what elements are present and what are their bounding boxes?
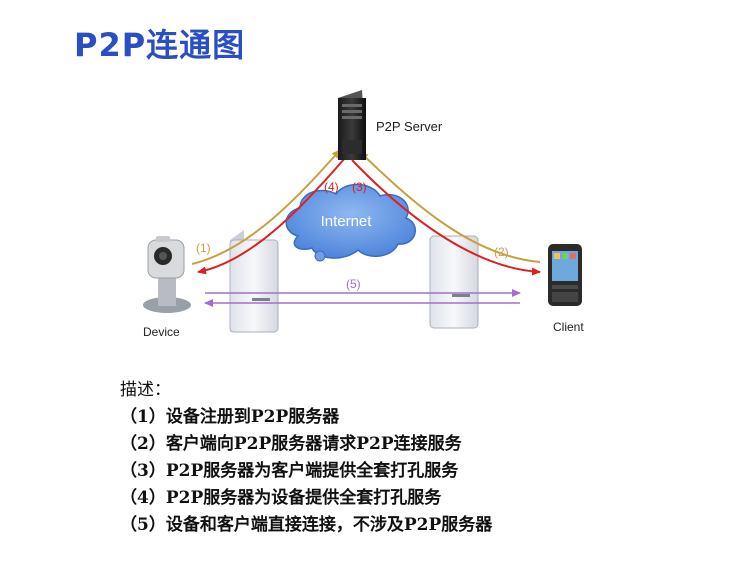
client-label: Client	[553, 320, 584, 334]
server-icon	[338, 90, 366, 160]
flow-3-label: (3)	[352, 180, 367, 194]
phone-client-icon	[548, 244, 582, 306]
description-item-5: （5）设备和客户端直接连接，不涉及P2P服务器	[120, 512, 492, 539]
internet-cloud-icon: Internet	[286, 184, 415, 261]
device-label: Device	[143, 325, 180, 339]
internet-label: Internet	[321, 213, 373, 230]
description-item-1: （1）设备注册到P2P服务器	[120, 404, 492, 431]
router-right	[430, 236, 478, 328]
description-heading: 描述：	[120, 376, 492, 404]
server-label: P2P Server	[376, 119, 443, 134]
camera-device-icon	[143, 236, 191, 313]
flow-1-label: (1)	[196, 241, 211, 255]
flow-2-label: (2)	[494, 245, 509, 259]
p2p-diagram: Internet (1) (2) (3) (4) (5) P2P Server …	[0, 0, 750, 370]
flow-4-label: (4)	[324, 180, 339, 194]
description-item-3: （3）P2P服务器为客户端提供全套打孔服务	[120, 458, 492, 485]
description: 描述： （1）设备注册到P2P服务器 （2）客户端向P2P服务器请求P2P连接服…	[120, 376, 492, 539]
description-item-2: （2）客户端向P2P服务器请求P2P连接服务	[120, 431, 492, 458]
flow-5-label: (5)	[346, 277, 361, 291]
description-item-4: （4）P2P服务器为设备提供全套打孔服务	[120, 485, 492, 512]
